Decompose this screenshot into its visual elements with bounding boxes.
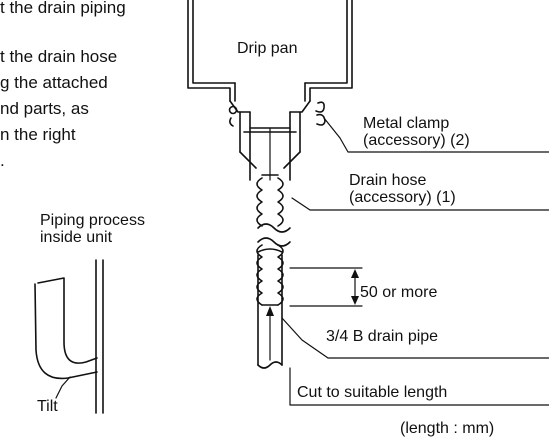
tilt-label: Tilt	[37, 398, 58, 415]
inset-piping-drawing	[34, 259, 104, 414]
drip-pan-label: Drip pan	[237, 40, 298, 57]
instruction-line-4: nd parts, as	[0, 99, 89, 118]
instruction-line-2: t the drain hose	[0, 47, 118, 66]
dimension-fifty	[289, 267, 363, 307]
metal-clamp-label-2: (accessory) (2)	[363, 132, 470, 149]
metal-clamp-label-1: Metal clamp	[363, 115, 450, 132]
drain-hose-label-1: Drain hose	[349, 172, 427, 189]
instruction-line-6: .	[0, 151, 5, 170]
metal-clamp	[228, 101, 326, 127]
drain-hose	[256, 174, 291, 306]
instruction-line-5: n the right	[0, 125, 76, 144]
length-unit-label: (length : mm)	[400, 420, 495, 437]
drain-pipe	[257, 248, 283, 369]
drain-hose-label-2: (accessory) (1)	[349, 189, 456, 206]
inset-title-line-2: inside unit	[40, 229, 113, 246]
drain-pipe-label: 3/4 B drain pipe	[326, 328, 439, 345]
leader-lines	[281, 117, 549, 406]
fifty-or-more-label: 50 or more	[360, 284, 438, 301]
cut-length-label: Cut to suitable length	[297, 384, 448, 401]
drip-pan	[187, 0, 353, 102]
inset-title-line-1: Piping process	[40, 212, 145, 229]
outlet-spigot	[229, 100, 311, 181]
instruction-line-1: t the drain piping	[0, 0, 126, 17]
instruction-line-3: g the attached	[0, 73, 108, 92]
